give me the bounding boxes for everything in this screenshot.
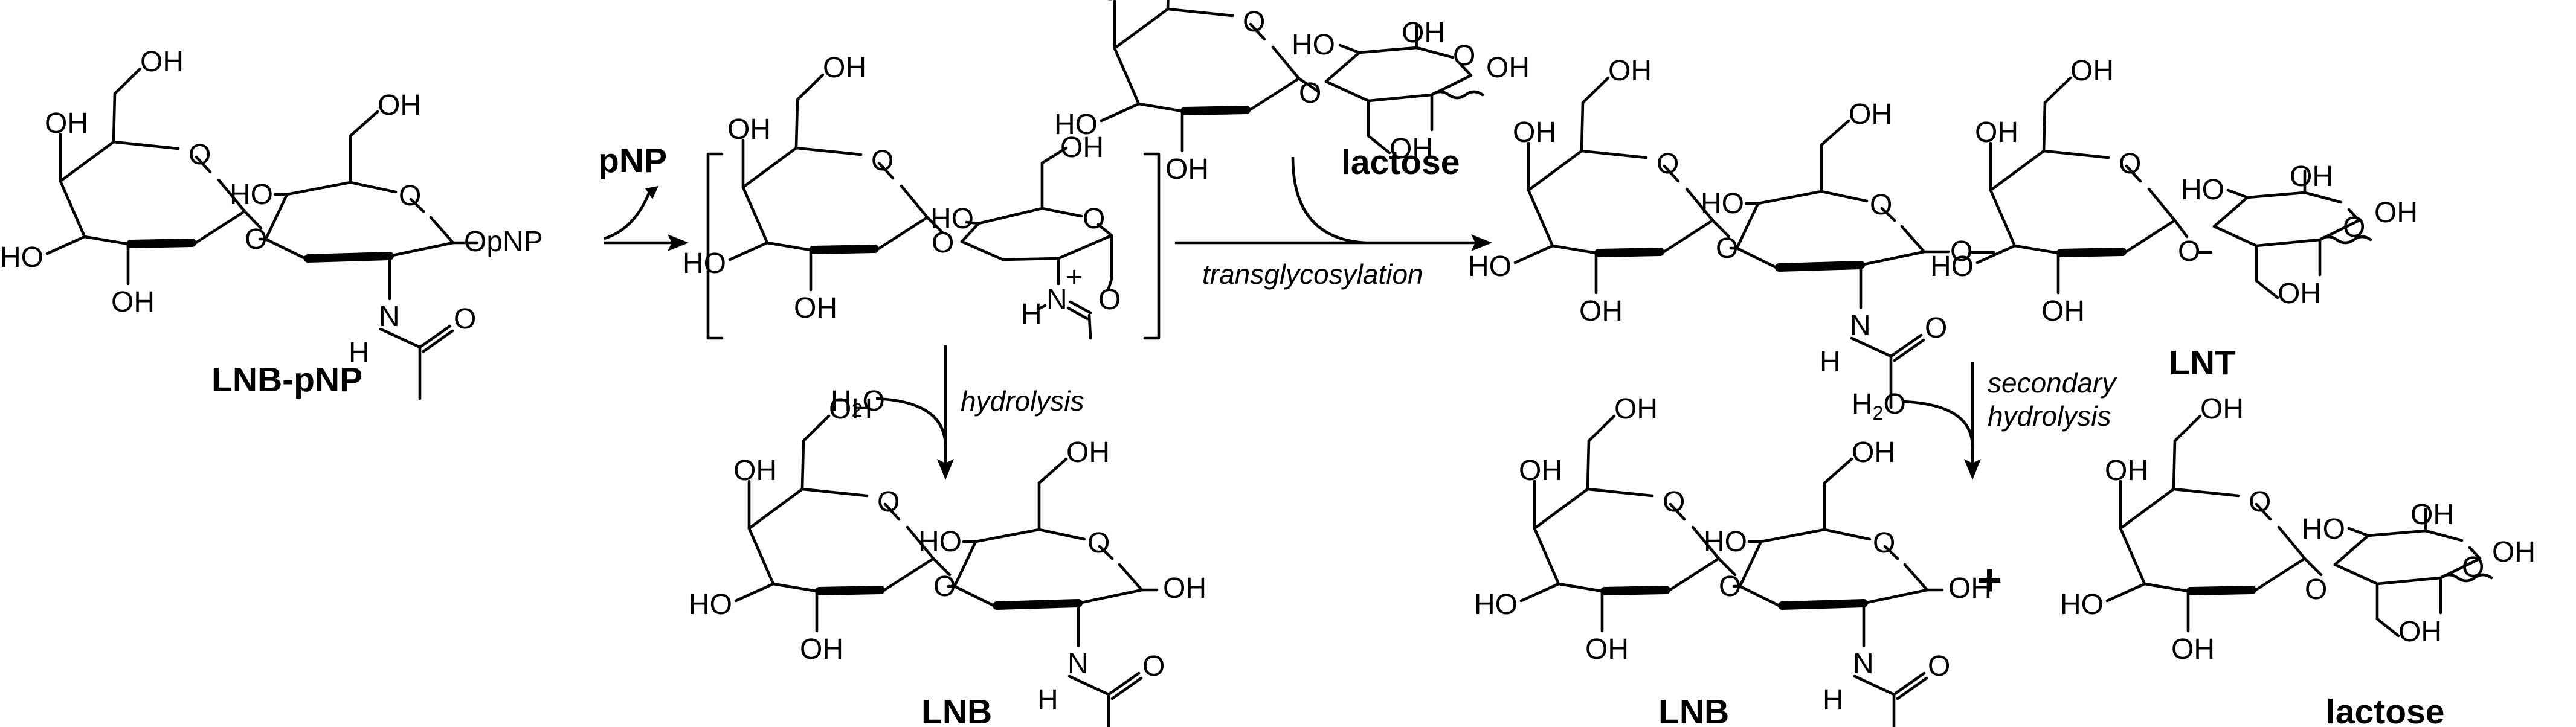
lactose-product-oh-1: OH xyxy=(2492,536,2536,568)
lactose-glc-oh-6: OH xyxy=(1389,133,1433,165)
lnt-glc-oh-6: OH xyxy=(2278,278,2321,310)
intermediate-ring-oxygen: O xyxy=(1083,203,1105,235)
lactose-product-oh-3: HO xyxy=(2302,513,2345,545)
lnb-hydrolysis-structure: OH xyxy=(689,393,1206,727)
lactose-donor-label: lactose xyxy=(1341,143,1460,182)
intermediate-nitrogen: N xyxy=(1046,284,1067,316)
lnt-glc-oh-3: HO xyxy=(2181,174,2224,206)
plus-sign: + xyxy=(1977,556,2002,604)
intermediate-nh-hydrogen: H xyxy=(1021,298,1042,330)
secondary-hydrolysis-line2: hydrolysis xyxy=(1988,400,2111,432)
pnp-label: pNP xyxy=(598,141,667,180)
intermediate-link-oxygen: O xyxy=(932,227,954,259)
lactose-product-oh-2: OH xyxy=(2410,499,2454,531)
lnb-hydrolysis-oh-1: OH xyxy=(1163,572,1206,604)
lactose-product-structure: O HO OH O OH OH xyxy=(2060,393,2536,665)
lnb-secondary-oh-1: OH xyxy=(1948,572,1992,604)
lactose-glc-oh-1: OH xyxy=(1486,52,1530,84)
water-secondary: H2O xyxy=(1852,388,1906,424)
lactose-product-ring-oxygen: O xyxy=(2462,551,2484,583)
lactose-glc-oh-2: OH xyxy=(1402,17,1445,49)
lactose-glc-ring-oxygen: O xyxy=(1453,40,1475,72)
lactose-glc-oh-3: HO xyxy=(1292,29,1335,61)
lnt-glc-oh-1: OH xyxy=(2374,197,2418,229)
lnb-secondary-label: LNB xyxy=(1658,693,1729,727)
p-nitrophenyl-label: OpNP xyxy=(464,226,543,258)
hydrolysis-label: hydrolysis xyxy=(961,385,1084,417)
lnt-link-oxygen-3: O xyxy=(2178,235,2200,267)
secondary-hydrolysis-line1: secondary xyxy=(1988,367,2117,399)
lnb-secondary-structure: OH xyxy=(1474,393,1992,727)
lnt-label: LNT xyxy=(2169,344,2236,382)
lactose-product-oh-6: OH xyxy=(2398,616,2442,648)
intermediate-oh-4: HO xyxy=(930,203,974,235)
transglycosylation-label: transglycosylation xyxy=(1202,258,1423,290)
lactose-acceptor-structure: O HO OH O OH OH xyxy=(1054,0,1530,185)
lnt-glc-ring-oxygen: O xyxy=(2343,211,2365,243)
lactose-product-label: lactose xyxy=(2326,693,2444,727)
lnb-pnp-label: LNB-pNP xyxy=(211,360,362,399)
lnt-glc-oh-2: OH xyxy=(2290,161,2333,193)
lactose-link-oxygen: O xyxy=(1299,77,1321,109)
lnb-pnp-structure: OpNP xyxy=(0,46,543,399)
oxazolinium-intermediate: O HO OH O N + H O xyxy=(683,52,1161,340)
intermediate-charge: + xyxy=(1066,261,1083,293)
lnb-hydrolysis-label: LNB xyxy=(921,693,992,727)
lnt-structure: O O HO OH O OH OH xyxy=(1468,55,2418,408)
lactose-product-link-oxygen: O xyxy=(2305,574,2327,606)
